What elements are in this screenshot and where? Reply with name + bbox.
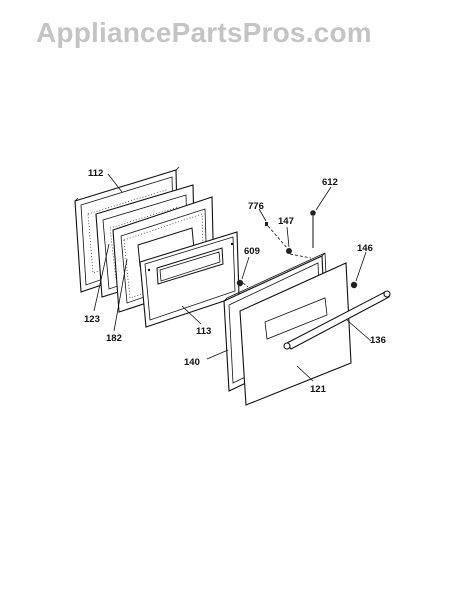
label-140: 140 bbox=[184, 357, 200, 368]
label-182: 182 bbox=[106, 333, 122, 344]
leader-lines bbox=[93, 173, 372, 382]
part-121-outer-glass bbox=[239, 262, 352, 406]
label-112: 112 bbox=[88, 168, 103, 179]
label-612: 612 bbox=[322, 177, 338, 188]
label-113: 113 bbox=[196, 326, 211, 337]
label-776: 776 bbox=[248, 201, 264, 212]
part-147-fastener bbox=[286, 248, 292, 254]
label-146: 146 bbox=[357, 243, 373, 254]
label-123: 123 bbox=[84, 314, 100, 325]
label-609: 609 bbox=[244, 246, 260, 257]
part-609-screw bbox=[236, 279, 244, 287]
label-121: 121 bbox=[310, 384, 327, 395]
assembly-lines bbox=[242, 225, 312, 288]
part-612-screw bbox=[310, 210, 316, 248]
part-776-clip bbox=[265, 222, 268, 226]
label-147: 147 bbox=[278, 216, 294, 227]
label-136: 136 bbox=[370, 335, 386, 346]
part-146-screw bbox=[350, 281, 358, 289]
watermark-text: AppliancePartsPros.com bbox=[36, 17, 372, 48]
part-136-door-handle bbox=[283, 290, 391, 350]
